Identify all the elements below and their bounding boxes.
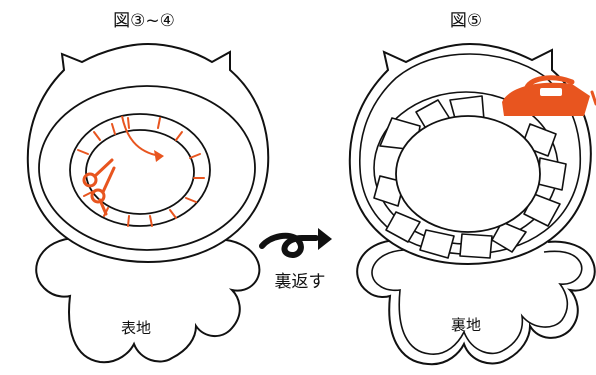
curved-arrow-icon (121, 115, 164, 162)
left-figure: 図③~④ (26, 11, 270, 364)
flip-arrow-icon (259, 228, 332, 258)
right-body-outline-outer (356, 239, 596, 366)
flip-indicator: 裏返す (259, 228, 332, 292)
flip-label: 裏返す (275, 271, 326, 292)
scissors-icon (82, 158, 116, 216)
right-inner-oval (395, 115, 541, 233)
iron-icon (502, 75, 596, 116)
right-head-outline-inner (359, 53, 582, 255)
right-figure-title: 図⑤ (450, 11, 482, 31)
left-figure-title: 図③~④ (113, 11, 175, 31)
left-figure-label: 表地 (121, 319, 151, 337)
left-fabric-inner (85, 129, 195, 215)
left-body-outline (35, 237, 261, 364)
left-fabric-outer (69, 113, 211, 227)
right-figure: 図⑤ 裏 (348, 11, 596, 366)
right-body-outline-inner (371, 249, 583, 355)
left-seam-ring (38, 85, 256, 251)
right-figure-label: 裏地 (451, 316, 481, 334)
